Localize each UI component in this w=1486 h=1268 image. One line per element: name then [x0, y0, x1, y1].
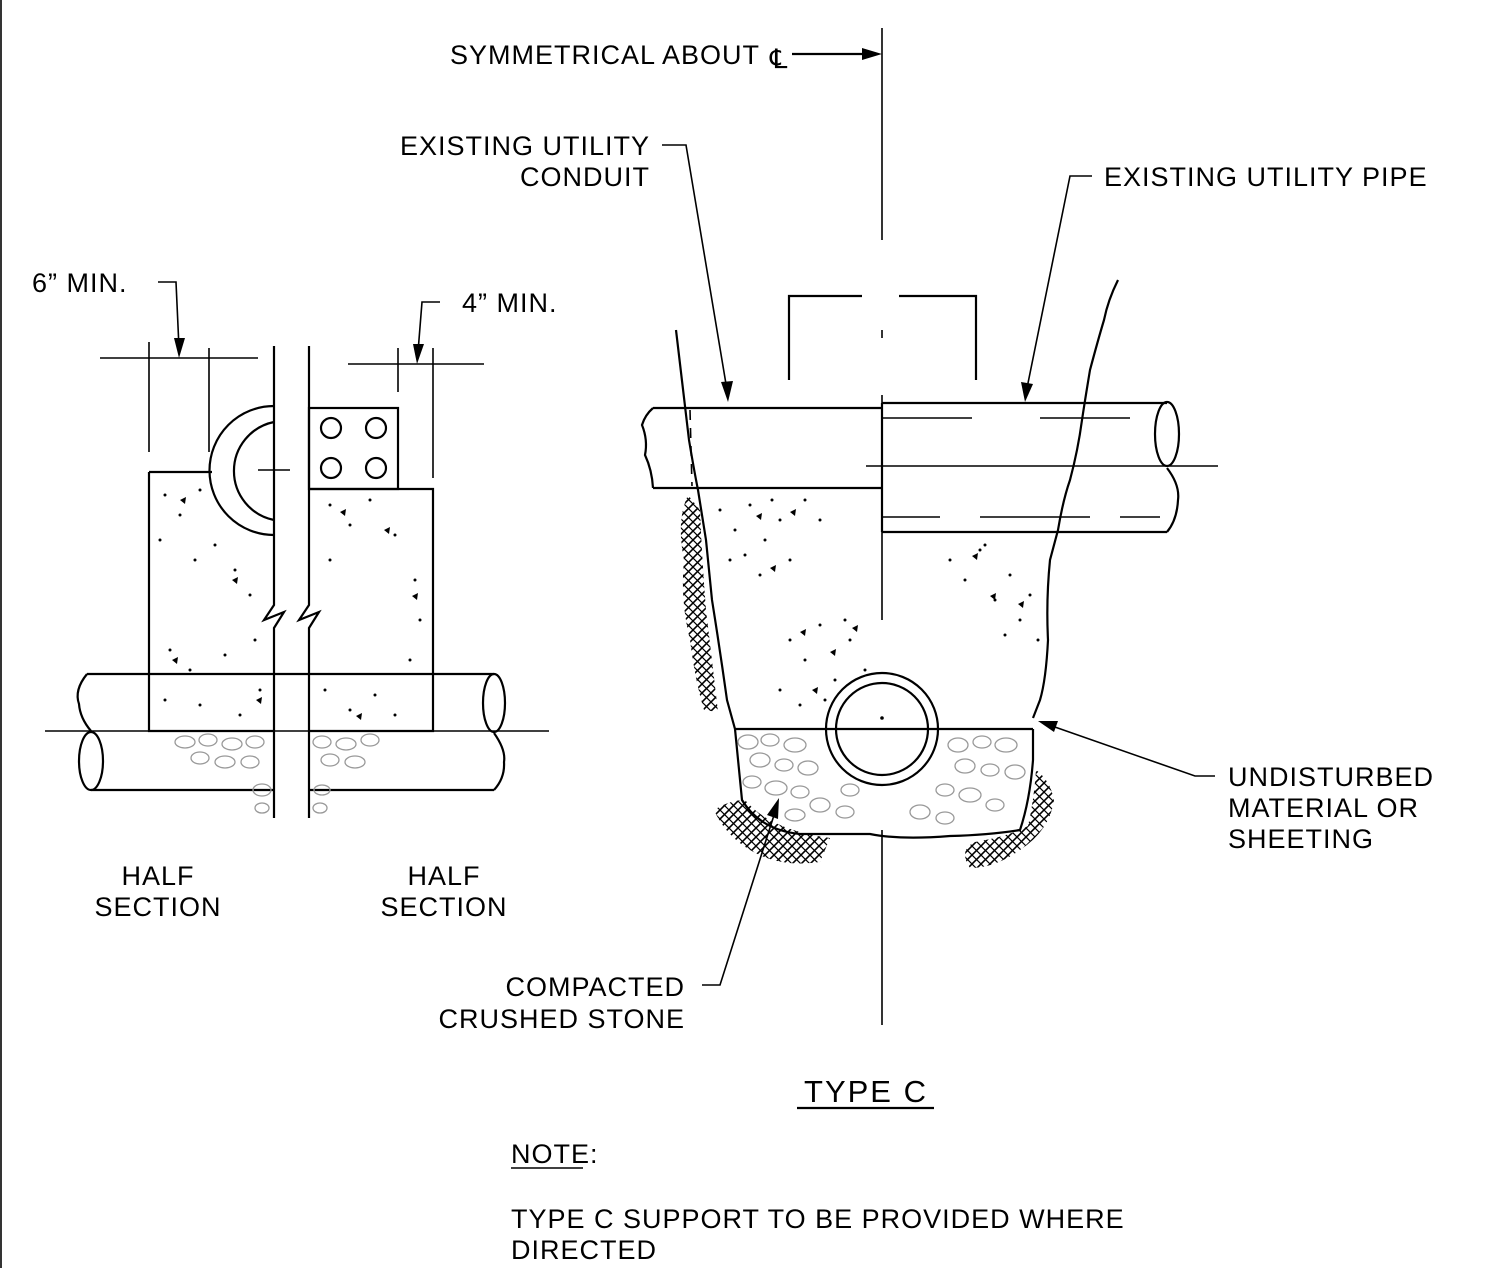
concrete-speckle [718, 498, 1040, 707]
note-heading: NOTE: [511, 1139, 599, 1169]
half-section-right-line1: HALF [407, 861, 480, 891]
type-c-section [640, 28, 1218, 1025]
symmetry-callout: SYMMETRICAL ABOUT ℄ [450, 40, 882, 74]
note-text-line1: TYPE C SUPPORT TO BE PROVIDED WHERE [511, 1204, 1125, 1234]
crushed-stone [737, 733, 1026, 825]
symmetrical-label: SYMMETRICAL ABOUT [450, 40, 760, 70]
undisturbed-hatch-bottom-left [714, 800, 830, 864]
note-text-line2: DIRECTED [511, 1235, 657, 1265]
type-c-title: TYPE C [804, 1074, 928, 1109]
conduit-label-line1: EXISTING UTILITY [400, 131, 650, 161]
stone-leader [702, 811, 776, 986]
undisturbed-label-line1: UNDISTURBED [1228, 762, 1434, 792]
six-inch-min-label: 6” MIN. [32, 268, 128, 298]
pipe-leader [1026, 175, 1092, 389]
conduit-label-line2: CONDUIT [520, 162, 650, 192]
compacted-label-line1: COMPACTED [505, 972, 685, 1002]
undisturbed-label-line3: SHEETING [1228, 824, 1374, 854]
compacted-label-line2: CRUSHED STONE [438, 1004, 685, 1034]
half-section-left-line2: SECTION [94, 892, 221, 922]
conduit-leader [662, 144, 728, 391]
four-inch-min-label: 4” MIN. [462, 288, 558, 318]
undisturbed-leader [1051, 725, 1215, 777]
centerline-symbol: ℄ [769, 44, 788, 74]
undisturbed-hatch-right [965, 770, 1054, 868]
undisturbed-hatch-left [680, 495, 718, 712]
half-section-right-line2: SECTION [380, 892, 507, 922]
half-section-left-line1: HALF [121, 861, 194, 891]
undisturbed-label-line2: MATERIAL OR [1228, 793, 1419, 823]
pipe-label: EXISTING UTILITY PIPE [1104, 162, 1428, 192]
half-sections [45, 281, 549, 818]
